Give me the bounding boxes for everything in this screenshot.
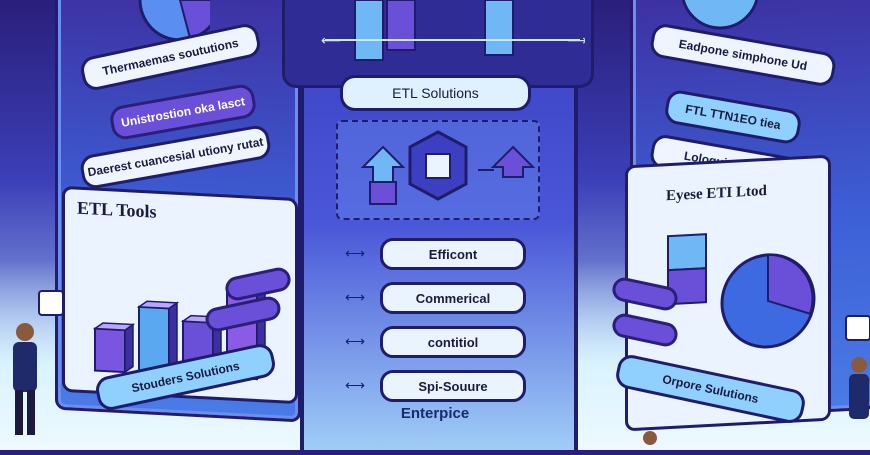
flow-diagram bbox=[360, 130, 536, 205]
chat-bubble-right bbox=[845, 315, 870, 341]
row-arrow-1: ⟷ bbox=[345, 245, 366, 261]
chat-bubble-left bbox=[38, 290, 64, 316]
row-arrow-3: ⟷ bbox=[345, 333, 366, 349]
person-right bbox=[849, 357, 869, 419]
row-arrow-4: ⟷ bbox=[345, 377, 366, 393]
row-commercial[interactable]: Commerical bbox=[380, 282, 526, 314]
circle-icon-right bbox=[681, 0, 759, 30]
center-footer: Enterpice bbox=[400, 405, 470, 422]
etl-bar bbox=[136, 300, 180, 376]
row-contitiol[interactable]: contitiol bbox=[380, 326, 526, 358]
right-card-graphic bbox=[667, 233, 816, 349]
row-open-source[interactable]: Spi-Souure bbox=[380, 370, 526, 402]
person-small bbox=[643, 431, 657, 445]
etl-solutions-label: ETL Solutions bbox=[340, 75, 531, 111]
center-top-bars: ⟵ ⟶ bbox=[321, 0, 587, 61]
person-left bbox=[13, 323, 37, 435]
etl-flow-box bbox=[336, 120, 540, 220]
etl-tools-title: ETL Tools bbox=[77, 197, 157, 222]
row-arrow-2: ⟷ bbox=[345, 289, 366, 305]
svg-text:⟵: ⟵ bbox=[321, 33, 341, 49]
svg-text:⟶: ⟶ bbox=[567, 33, 585, 49]
right-chart-card: Eyese ETI Ltod bbox=[625, 154, 831, 432]
row-efficient[interactable]: Efficont bbox=[380, 238, 526, 270]
etl-bar bbox=[92, 322, 136, 374]
